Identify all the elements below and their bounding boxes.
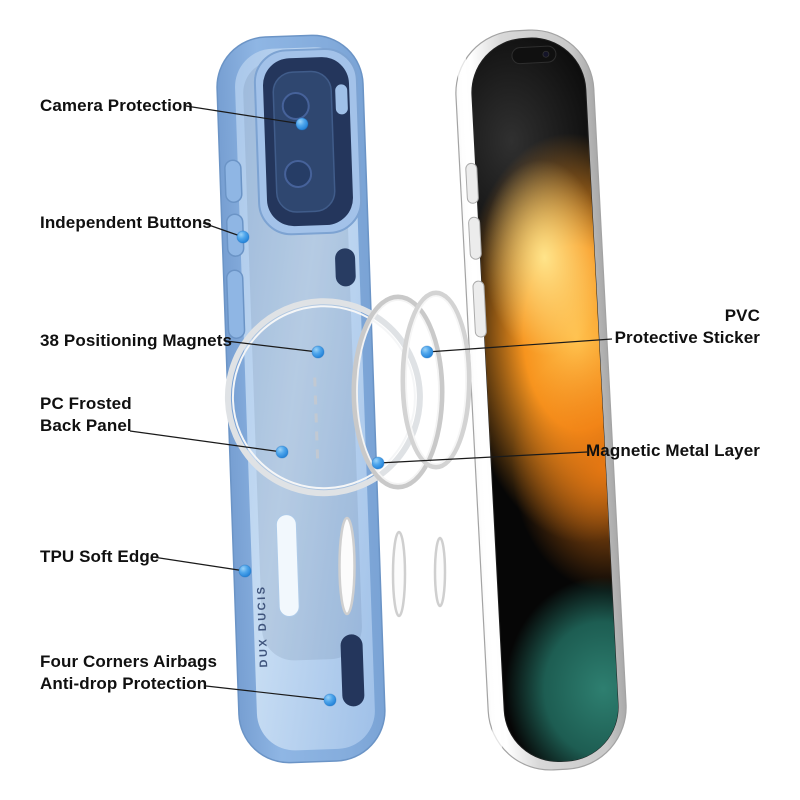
iphone-frame-highlight: [456, 37, 504, 769]
leader-line-pc-frosted: [129, 430, 283, 453]
callout-dot-tpu-soft-edge: [238, 564, 252, 578]
iphone-wallpaper: [469, 35, 621, 765]
wallpaper-yellow-core: [482, 159, 607, 356]
leader-line-independent-buttons: [202, 222, 244, 238]
callout-dot-magnetic-metal: [371, 456, 385, 470]
callout-dot-four-corners: [323, 693, 337, 707]
front-camera-dot: [542, 50, 550, 58]
pvc-sticker-ring: [400, 290, 472, 470]
label-pc-frosted-line2: Back Panel: [40, 416, 132, 435]
label-pvc-line2: Protective Sticker: [614, 328, 760, 347]
mute-switch-cutout: [335, 248, 356, 287]
phone-case-back-view: DUX DUCIS: [216, 34, 423, 764]
magsafe-ring-sticker-inner: [231, 305, 416, 490]
brand-text-vertical: DUX DUCIS: [255, 584, 270, 667]
camera-lens-top: [281, 92, 310, 121]
label-camera-protection-text: Camera Protection: [40, 96, 193, 115]
magsafe-ring-sticker-outer: [224, 298, 423, 497]
magnetic-metal-ring-highlight: [356, 299, 440, 485]
camera-lens-bottom: [284, 159, 313, 188]
exploded-ring-layers: [338, 290, 472, 618]
callout-dot-positioning-magnets: [311, 345, 325, 359]
iphone-button-volume: [468, 216, 482, 260]
leader-line-tpu-soft-edge: [152, 556, 246, 572]
pvc-sticker-ring-highlight: [405, 295, 467, 465]
wallpaper-deep-orange: [511, 341, 621, 592]
label-independent-buttons: Independent Buttons: [40, 212, 212, 234]
callout-dot-pc-frosted: [275, 445, 289, 459]
label-magnetic-metal-layer: Magnetic Metal Layer: [586, 440, 760, 462]
label-independent-buttons-text: Independent Buttons: [40, 213, 212, 232]
label-magnetic-metal-layer-text: Magnetic Metal Layer: [586, 441, 760, 460]
case-button-long: [225, 269, 246, 339]
case-button-top: [224, 159, 243, 203]
magnetic-metal-ring: [351, 294, 445, 490]
camera-flash-cutout: [335, 84, 348, 115]
label-pvc-protective-sticker: PVC Protective Sticker: [615, 305, 760, 349]
label-camera-protection: Camera Protection: [40, 95, 193, 117]
callout-dots: [236, 117, 434, 707]
label-pc-frosted-back-panel: PC Frosted Back Panel: [40, 393, 132, 437]
magnet-position-ticks: [313, 377, 320, 459]
alignment-magnet-3: [433, 536, 447, 608]
label-pc-frosted-line1: PC Frosted: [40, 394, 132, 413]
leader-line-magnetic-metal: [377, 451, 588, 464]
label-four-corners-airbags: Four Corners Airbags Anti-drop Protectio…: [40, 651, 217, 695]
alignment-magnet-2: [391, 530, 407, 618]
leader-line-camera-protection: [185, 105, 303, 125]
leader-line-pvc-sticker: [426, 338, 613, 353]
leader-line-four-corners: [205, 685, 331, 701]
lanyard-slot: [275, 514, 300, 618]
label-four-corners-line1: Four Corners Airbags: [40, 652, 218, 671]
iphone-button-action: [465, 162, 479, 204]
label-four-corners-line2: Anti-drop Protection: [40, 674, 208, 693]
alignment-magnet-1: [338, 516, 356, 616]
label-positioning-magnets: 38 Positioning Magnets: [40, 330, 232, 352]
camera-island: [272, 70, 336, 213]
callout-dot-camera-protection: [295, 117, 309, 131]
callout-dot-pvc-sticker: [420, 345, 434, 359]
label-pvc-line1: PVC: [724, 306, 760, 325]
label-tpu-soft-edge: TPU Soft Edge: [40, 546, 159, 568]
wallpaper-teal-blob: [505, 577, 621, 765]
leader-lines: [129, 105, 613, 701]
callout-dot-independent-buttons: [236, 230, 250, 244]
iphone-button-power: [472, 280, 487, 338]
leader-line-positioning-magnets: [225, 340, 319, 353]
port-cutout: [340, 634, 365, 707]
label-positioning-magnets-text: 38 Positioning Magnets: [40, 331, 233, 350]
iphone-side-view: [455, 29, 627, 771]
dynamic-island: [511, 45, 557, 65]
label-tpu-soft-edge-text: TPU Soft Edge: [40, 547, 160, 566]
